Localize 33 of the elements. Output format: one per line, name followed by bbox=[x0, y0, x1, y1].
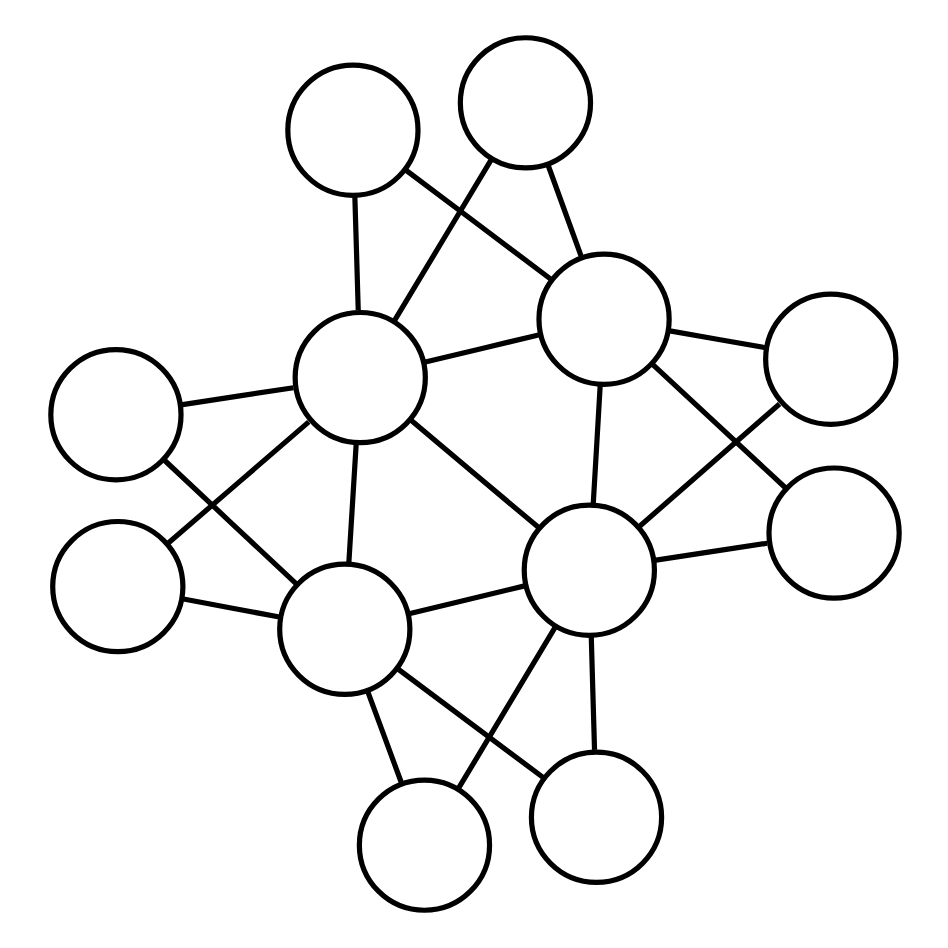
node-circle bbox=[520, 502, 657, 638]
connector bbox=[407, 583, 525, 617]
connector bbox=[180, 596, 279, 620]
connector bbox=[161, 458, 298, 586]
node-circle bbox=[355, 777, 492, 913]
connector bbox=[403, 168, 552, 282]
connector bbox=[653, 540, 767, 563]
node-circle bbox=[527, 749, 664, 885]
node-circle bbox=[535, 251, 671, 387]
node-circle bbox=[49, 518, 185, 655]
node-circle bbox=[276, 561, 412, 697]
node-circle bbox=[284, 62, 420, 198]
connector bbox=[636, 401, 781, 529]
connector bbox=[650, 362, 787, 490]
connector bbox=[345, 443, 358, 563]
connector bbox=[587, 635, 597, 750]
connector bbox=[422, 332, 540, 365]
connector bbox=[164, 419, 310, 546]
node-circle bbox=[762, 291, 898, 427]
connector bbox=[179, 385, 293, 408]
connector bbox=[455, 625, 557, 790]
node-circle bbox=[47, 347, 183, 483]
connector bbox=[363, 689, 403, 784]
node-circle bbox=[456, 35, 593, 171]
connector bbox=[589, 385, 602, 504]
connector bbox=[351, 195, 360, 311]
connector bbox=[391, 158, 493, 322]
connector bbox=[408, 418, 540, 530]
connector bbox=[395, 667, 544, 780]
connector bbox=[666, 328, 765, 351]
node-circle bbox=[291, 309, 427, 446]
node-circle bbox=[765, 465, 901, 601]
connector bbox=[544, 163, 583, 258]
